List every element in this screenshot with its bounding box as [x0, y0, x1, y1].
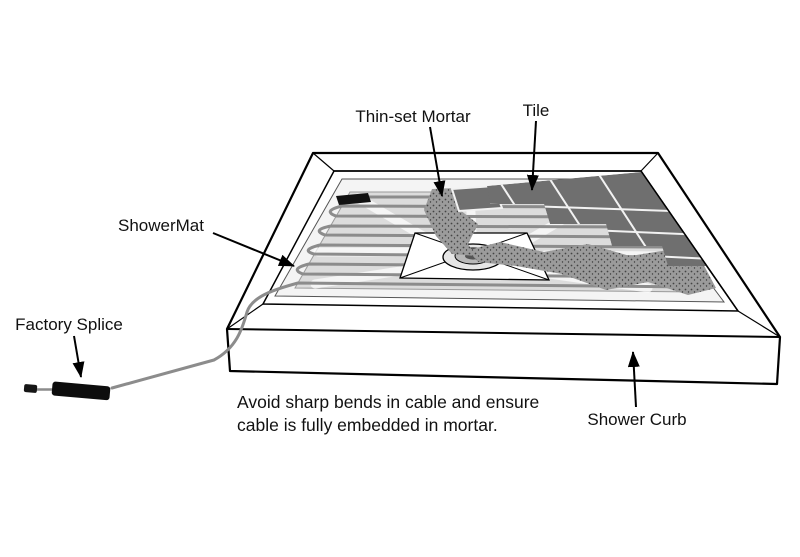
factory-splice-assembly	[23, 381, 111, 401]
mortar-region	[424, 188, 716, 295]
caption-line-2: cable is fully embedded in mortar.	[237, 415, 498, 435]
mortar-stipple	[424, 188, 478, 256]
miter-back-right	[640, 152, 659, 172]
miter-back-left	[312, 152, 335, 172]
label-tile: Tile	[523, 101, 550, 120]
label-showermat: ShowerMat	[118, 216, 204, 235]
callout-arrows	[72, 120, 640, 408]
splice-body	[51, 381, 111, 401]
rim-edge-over-tiles	[640, 170, 739, 312]
caption-line-1: Avoid sharp bends in cable and ensure	[237, 392, 539, 412]
tile-base	[487, 172, 707, 266]
wire-end-cap	[23, 384, 38, 393]
arrow-showermat	[212, 232, 295, 267]
curb-front-top-edge	[226, 328, 781, 338]
label-factory-splice: Factory Splice	[15, 315, 123, 334]
mortar-stipple	[468, 242, 716, 295]
label-shower-curb: Shower Curb	[587, 410, 686, 429]
miter-front-right	[737, 310, 781, 338]
arrow-factory-splice	[72, 335, 85, 378]
cable-end-connector	[336, 193, 371, 205]
arrow-shower-curb	[627, 351, 640, 408]
arrow-thinset	[429, 126, 446, 197]
arrow-tile	[526, 120, 539, 191]
label-thin-set-mortar: Thin-set Mortar	[355, 107, 471, 126]
heating-cable	[110, 195, 700, 390]
